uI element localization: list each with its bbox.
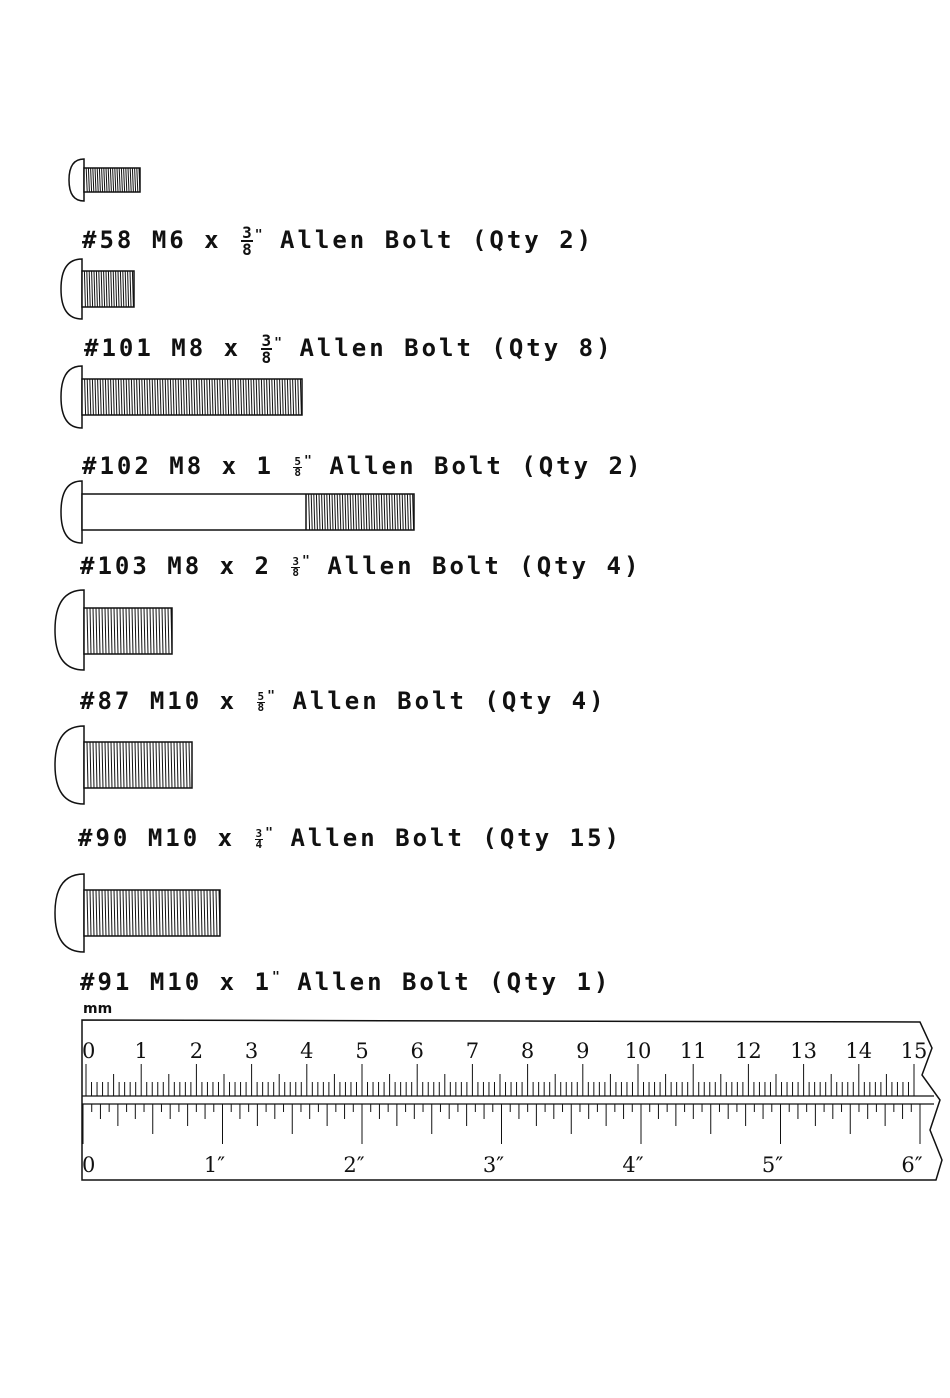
- ruler-cm-label: 6: [411, 1039, 424, 1063]
- ruler-cm-label: 2: [190, 1039, 203, 1063]
- ruler-cm-label: 12: [735, 1039, 762, 1063]
- ruler-cm-label: 7: [466, 1039, 479, 1063]
- ruler-cm-label: 5: [355, 1039, 368, 1063]
- ruler-cm-label: 9: [576, 1039, 589, 1063]
- ruler-cm-label: 11: [680, 1039, 707, 1063]
- ruler-inch-label: 3″: [483, 1153, 504, 1177]
- ruler-inch-label: 5″: [762, 1153, 783, 1177]
- ruler-inch-label: 1″: [204, 1153, 225, 1177]
- ruler-inch-label: 2″: [343, 1153, 364, 1177]
- ruler-cm-label: 15: [901, 1039, 928, 1063]
- ruler-inch-labels: 0 1″ 2″ 3″ 4″ 5″ 6″: [82, 1153, 923, 1177]
- ruler-inch-label: 6″: [901, 1153, 922, 1177]
- ruler-cm-label: 3: [245, 1039, 258, 1063]
- ruler-outline: [81, 1019, 943, 1181]
- ruler-mm-ticks: [85, 1064, 915, 1096]
- bolt-91-drawing: [54, 873, 221, 953]
- ruler-cm-label: 0: [82, 1039, 95, 1063]
- bolt-91-label: #91 M10 x 1" Allen Bolt (Qty 1): [80, 968, 612, 996]
- ruler-inch-label: 4″: [622, 1153, 643, 1177]
- ruler-cm-label: 8: [521, 1039, 534, 1063]
- bolt-101-drawing: [60, 258, 135, 320]
- ruler-inch-ticks: [82, 1104, 921, 1144]
- ruler-inch-label: 0: [82, 1153, 95, 1177]
- bolt-87-drawing: [54, 589, 173, 671]
- ruler-cm-label: 1: [135, 1039, 148, 1063]
- ruler-mm-label: mm: [83, 1001, 112, 1017]
- ruler-cm-label: 13: [790, 1039, 817, 1063]
- ruler-cm-label: 14: [845, 1039, 872, 1063]
- bolt-103-drawing: [60, 480, 415, 544]
- bolt-58-drawing: [68, 158, 141, 202]
- ruler-cm-label: 4: [300, 1039, 313, 1063]
- bolt-90-drawing: [54, 725, 193, 805]
- ruler-cm-label: 10: [625, 1039, 652, 1063]
- bolt-102-drawing: [60, 365, 303, 429]
